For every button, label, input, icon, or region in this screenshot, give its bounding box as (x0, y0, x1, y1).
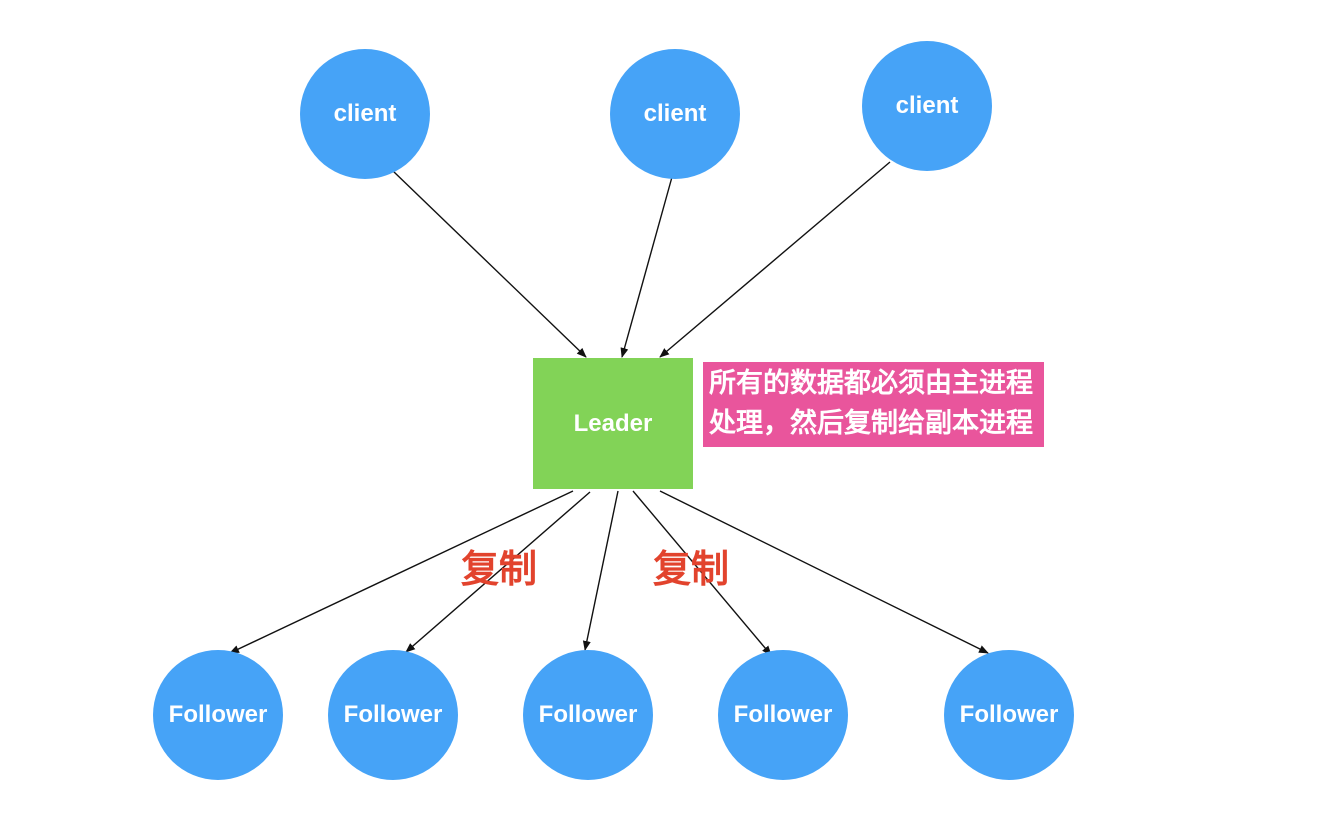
follower-node-label: Follower (168, 701, 268, 728)
follower-node-label: Follower (538, 701, 638, 728)
client-node-3: client (862, 41, 992, 171)
leader-note-line-1: 所有的数据都必须由主进程 (709, 368, 1033, 399)
arrow-client-2-to-leader (620, 176, 673, 358)
client-node-1: client (300, 49, 430, 179)
follower-node-5: Follower (944, 650, 1074, 780)
arrow-leader-to-follower-5 (659, 490, 989, 654)
arrow-client-3-to-leader (659, 161, 891, 358)
replication-label-left: 复制 (461, 547, 538, 591)
replication-label-right: 复制 (653, 547, 730, 591)
follower-node-2: Follower (328, 650, 458, 780)
arrow-leader-to-follower-4 (632, 490, 772, 656)
follower-node-1: Follower (153, 650, 283, 780)
arrow-client-1-to-leader (392, 170, 587, 358)
client-node-2: client (610, 49, 740, 179)
arrow-leader-to-follower-3 (582, 490, 619, 651)
leader-note-box: 所有的数据都必须由主进程 处理，然后复制给副本进程 (703, 362, 1044, 447)
client-node-label: client (643, 100, 707, 127)
follower-node-label: Follower (733, 701, 833, 728)
leader-note-line-2: 处理，然后复制给副本进程 (709, 408, 1033, 439)
arrow-leader-to-follower-2 (405, 491, 591, 653)
follower-node-4: Follower (718, 650, 848, 780)
leader-node: Leader (533, 358, 693, 489)
follower-node-label: Follower (959, 701, 1059, 728)
follower-node-label: Follower (343, 701, 443, 728)
follower-node-3: Follower (523, 650, 653, 780)
client-node-label: client (333, 100, 397, 127)
client-node-label: client (895, 92, 959, 119)
arrow-leader-to-follower-1 (229, 490, 574, 654)
leader-node-label: Leader (573, 409, 653, 437)
